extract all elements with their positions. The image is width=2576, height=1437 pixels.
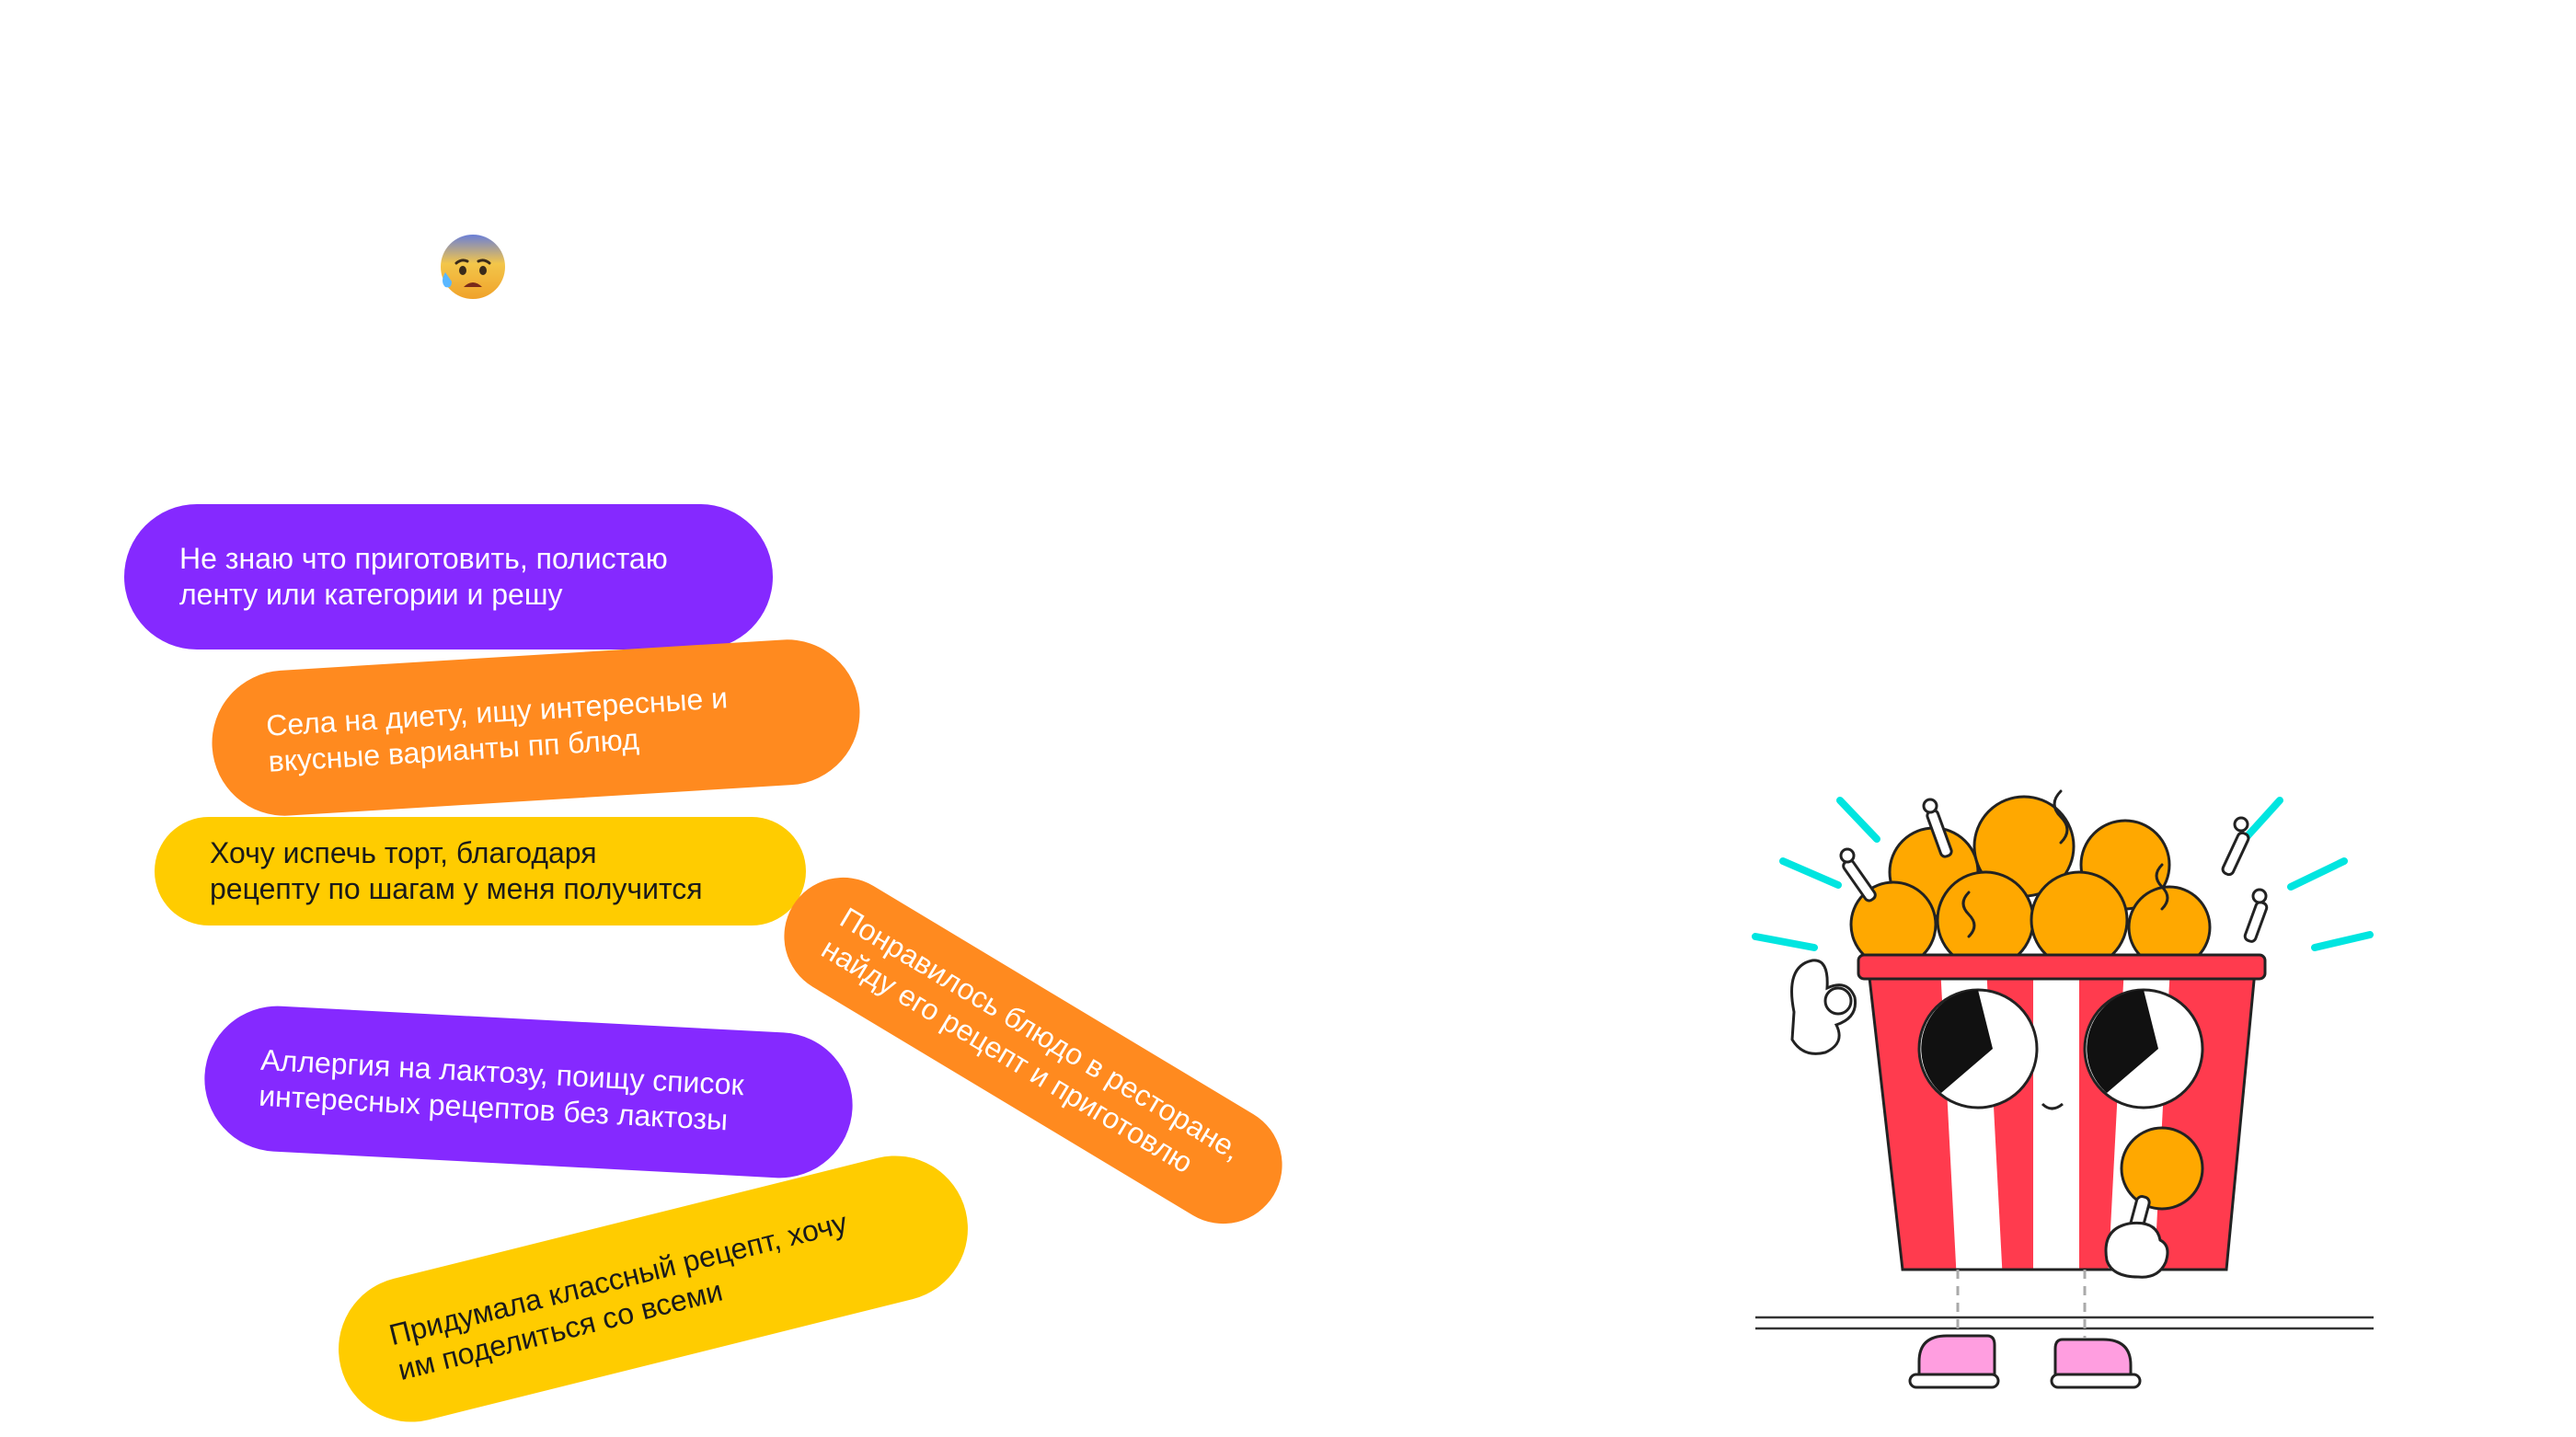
reason-bubble-5-text: Аллергия на лактозу, поищу список интере… [258,1042,745,1137]
reason-bubble-6: Придумала классный рецепт, хочу им подел… [323,1140,983,1437]
reason-bubble-2-text: Села на диету, ищу интересные и вкусные … [265,681,729,778]
reason-bubble-3: Хочу испечь торт, благодаря рецепту по ш… [155,817,806,925]
reason-bubble-1: Не знаю что приготовить, полистаю ленту … [124,504,773,650]
reason-bubble-2: Села на диету, ищу интересные и вкусные … [207,635,865,821]
reason-bubble-4-text: Понравилось блюдо в ресторане, найду его… [816,901,1248,1180]
reason-bubble-3-text: Хочу испечь торт, благодаря рецепту по ш… [210,836,703,905]
reason-bubble-6-text: Придумала классный рецепт, хочу им подел… [385,1205,851,1387]
reason-bubble-1-text: Не знаю что приготовить, полистаю ленту … [179,542,668,611]
chicken-bucket-mascot-icon [1752,789,2374,1389]
anxious-face-with-sweat-icon [441,235,505,299]
reason-bubble-5: Аллергия на лактозу, поищу список интере… [201,1002,857,1182]
